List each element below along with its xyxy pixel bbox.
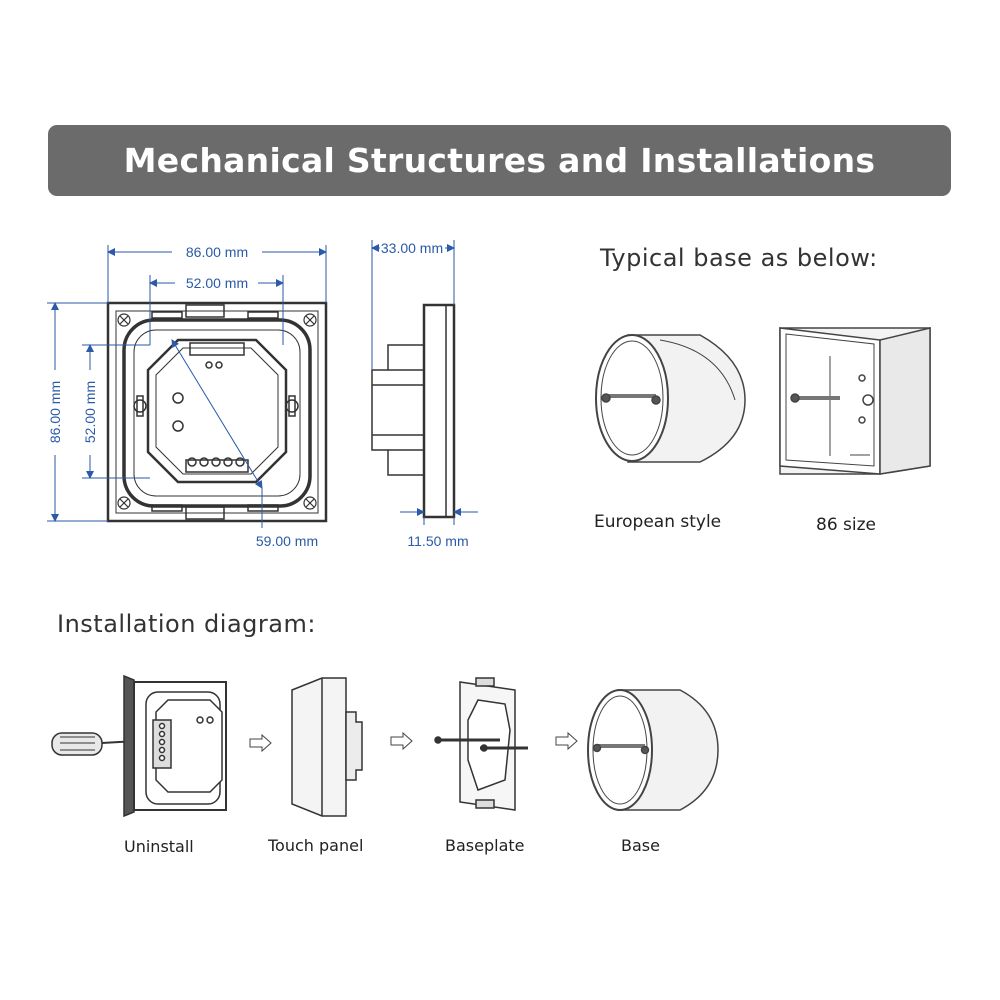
86-size-base-illustration <box>779 327 931 475</box>
installation-heading: Installation diagram: <box>57 610 316 638</box>
dim-thickness: 11.50 mm <box>407 533 468 549</box>
86-size-caption: 86 size <box>816 515 876 535</box>
dim-diagonal: 59.00 mm <box>256 533 318 549</box>
hollow-right-arrow-icon <box>555 731 578 751</box>
dim-width-outer: 86.00 mm <box>186 244 248 260</box>
baseplate-illustration <box>434 677 528 811</box>
screwdriver-icon <box>51 732 153 756</box>
front-view-dimensions <box>47 245 327 528</box>
uninstall-device-illustration <box>123 674 227 818</box>
page-title: Mechanical Structures and Installations <box>123 141 876 180</box>
dim-width-inner: 52.00 mm <box>186 275 248 291</box>
hollow-right-arrow-icon <box>249 733 272 753</box>
european-style-base-illustration <box>595 334 746 463</box>
touch-panel-illustration <box>291 677 363 817</box>
typical-base-heading: Typical base as below: <box>600 244 878 272</box>
step-label-uninstall: Uninstall <box>124 837 194 856</box>
front-view-panel <box>106 301 328 523</box>
hollow-right-arrow-icon <box>390 731 413 751</box>
step-label-touch-panel: Touch panel <box>268 836 364 855</box>
base-illustration <box>587 689 719 811</box>
title-banner: Mechanical Structures and Installations <box>48 125 951 196</box>
side-view-panel <box>371 303 456 519</box>
dim-height-outer: 86.00 mm <box>47 381 63 443</box>
european-style-caption: European style <box>594 512 722 532</box>
dim-height-inner: 52.00 mm <box>82 381 98 443</box>
step-label-baseplate: Baseplate <box>445 836 525 855</box>
side-view-dimensions <box>371 240 478 525</box>
dim-depth: 33.00 mm <box>381 240 443 256</box>
step-label-base: Base <box>621 836 660 855</box>
